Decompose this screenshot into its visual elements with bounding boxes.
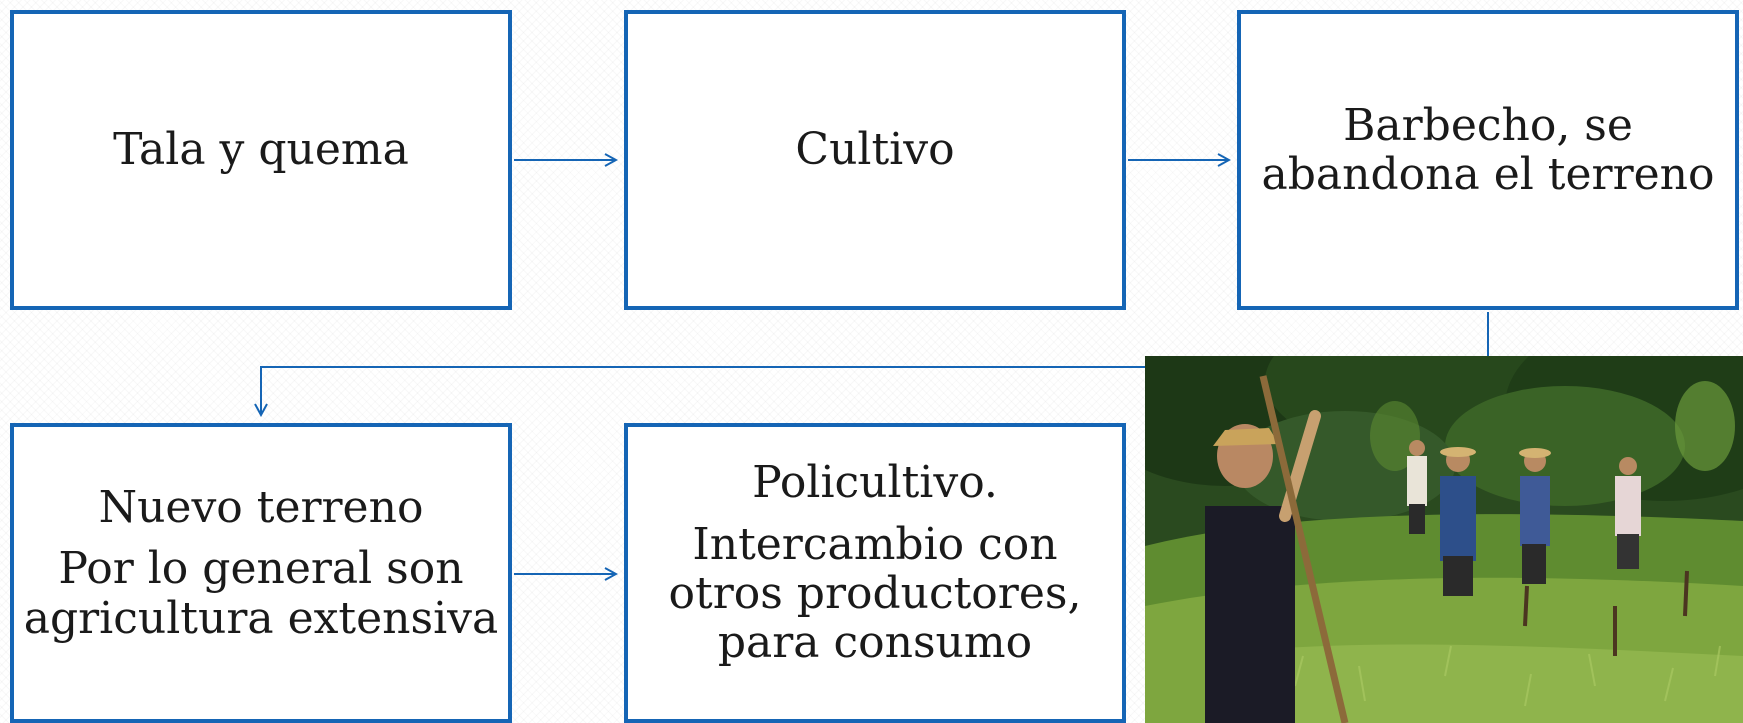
box-policultivo-line4: para consumo	[717, 617, 1033, 669]
box-policultivo: Policultivo. Intercambio con otros produ…	[624, 423, 1126, 723]
box-policultivo-line2: Intercambio con	[692, 518, 1058, 570]
box-cultivo: Cultivo	[624, 10, 1126, 310]
box-barbecho-line2: abandona el terreno	[1261, 149, 1715, 200]
farmers-photo-illustration	[1145, 356, 1743, 723]
box-nuevo-heading: Nuevo terreno	[98, 482, 424, 534]
box-tala-y-quema: Tala y quema	[10, 10, 512, 310]
box-nuevo-line2: Por lo general son	[58, 543, 464, 595]
box-policultivo-heading: Policultivo.	[752, 457, 998, 509]
background-farmers	[1407, 440, 1641, 596]
foreground-farmer	[1205, 375, 1349, 723]
box-barbecho: Barbecho, se abandona el terreno	[1237, 10, 1739, 310]
box-nuevo-terreno: Nuevo terreno Por lo general son agricul…	[10, 423, 512, 723]
box-cultivo-text: Cultivo	[795, 124, 955, 176]
box-nuevo-line3: agricultura extensiva	[23, 592, 499, 644]
box-policultivo-line3: otros productores,	[668, 568, 1082, 619]
box-tala-text: Tala y quema	[113, 124, 409, 176]
box-barbecho-line1: Barbecho, se	[1343, 99, 1633, 151]
farmers-photo	[1145, 356, 1743, 723]
